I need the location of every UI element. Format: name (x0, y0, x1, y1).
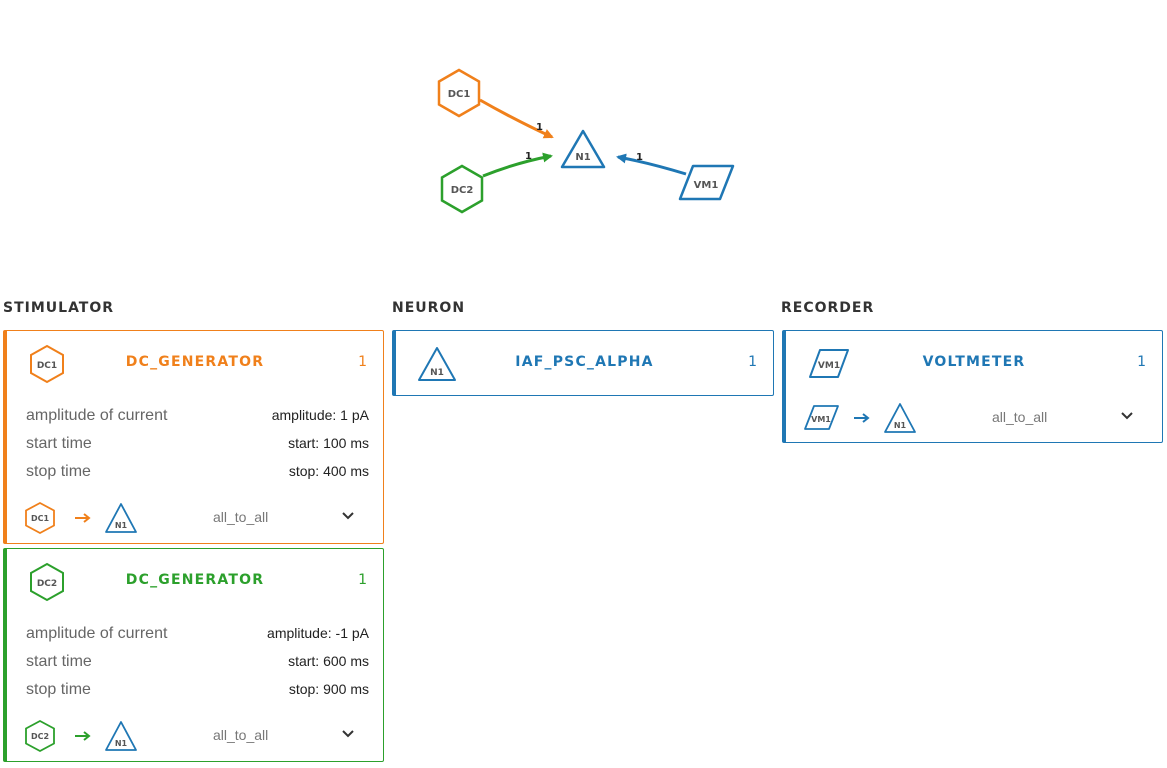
node-vm1[interactable]: VM1 (678, 164, 735, 201)
svg-text:DC1: DC1 (37, 361, 57, 371)
card-title: VOLTMETER (922, 354, 1026, 370)
card-header[interactable]: DC1 DC_GENERATOR 1 (7, 331, 383, 393)
param-row-amplitude[interactable]: amplitude of current amplitude: -1 pA (26, 623, 369, 647)
connection-row[interactable]: VM1 N1 all_to_all (802, 401, 1148, 437)
param-label: start time (26, 653, 92, 670)
chevron-down-icon[interactable] (1120, 411, 1134, 421)
param-row-stop[interactable]: stop time stop: 900 ms (26, 679, 369, 703)
node-n1[interactable]: N1 (560, 129, 606, 169)
node-card-dc1[interactable]: DC1 DC_GENERATOR 1 amplitude of current … (3, 330, 384, 544)
param-label: stop time (26, 681, 91, 698)
svg-text:N1: N1 (430, 368, 444, 378)
node-dc1[interactable]: DC1 (437, 68, 481, 118)
column-title-stimulator: STIMULATOR (3, 300, 115, 316)
hexagon-icon: DC2 (30, 562, 64, 602)
svg-text:DC2: DC2 (37, 579, 57, 589)
edge-dc1-n1[interactable]: 1 (479, 98, 554, 139)
connection-row[interactable]: DC1 N1 all_to_all (23, 501, 369, 537)
card-count: 1 (1137, 354, 1146, 370)
edge-dc2-n1[interactable]: 1 (482, 151, 553, 178)
hexagon-icon: DC2 (25, 719, 55, 753)
svg-text:DC2: DC2 (31, 732, 49, 741)
card-header[interactable]: DC2 DC_GENERATOR 1 (7, 549, 383, 611)
node-card-n1[interactable]: N1 IAF_PSC_ALPHA 1 (392, 330, 774, 396)
svg-text:VM1: VM1 (818, 361, 840, 371)
param-row-start[interactable]: start time start: 600 ms (26, 651, 369, 675)
param-label: stop time (26, 463, 91, 480)
param-row-amplitude[interactable]: amplitude of current amplitude: 1 pA (26, 405, 369, 429)
edge-vm1-n1[interactable]: 1 (616, 152, 687, 176)
svg-text:N1: N1 (894, 421, 907, 430)
column-title-neuron: NEURON (392, 300, 466, 316)
node-dc2[interactable]: DC2 (440, 164, 484, 214)
triangle-icon: N1 (884, 403, 916, 433)
arrow-right-icon (75, 731, 91, 741)
triangle-icon: N1 (105, 721, 137, 751)
column-title-recorder: RECORDER (781, 300, 875, 316)
triangle-icon: N1 (105, 503, 137, 533)
card-count: 1 (358, 354, 367, 370)
param-row-start[interactable]: start time start: 100 ms (26, 433, 369, 457)
connection-row[interactable]: DC2 N1 all_to_all (23, 719, 369, 755)
edge-label: 1 (636, 152, 643, 163)
chevron-down-icon[interactable] (341, 511, 355, 521)
node-label: DC1 (448, 89, 471, 100)
network-graph: 1 1 1 DC1 DC2 N1 VM1 (437, 68, 735, 214)
edge-label: 1 (536, 122, 543, 133)
node-card-dc2[interactable]: DC2 DC_GENERATOR 1 amplitude of current … (3, 548, 384, 762)
svg-text:DC1: DC1 (31, 514, 50, 523)
hexagon-icon: DC1 (30, 344, 64, 384)
chevron-down-icon[interactable] (341, 729, 355, 739)
param-label: amplitude of current (26, 407, 168, 424)
edge-label: 1 (525, 151, 532, 162)
param-value: amplitude: -1 pA (267, 625, 369, 641)
card-count: 1 (748, 354, 757, 370)
connection-rule: all_to_all (213, 727, 269, 743)
param-value: start: 600 ms (288, 653, 369, 669)
card-header[interactable]: N1 IAF_PSC_ALPHA 1 (396, 331, 773, 393)
card-count: 1 (358, 572, 367, 588)
node-label: N1 (575, 152, 590, 163)
connection-rule: all_to_all (992, 409, 1048, 425)
card-title: DC_GENERATOR (125, 354, 265, 370)
param-value: stop: 400 ms (288, 463, 369, 479)
arrow-right-icon (75, 513, 91, 523)
node-label: DC2 (451, 185, 474, 196)
param-value: amplitude: 1 pA (271, 407, 369, 423)
svg-text:N1: N1 (115, 739, 128, 748)
card-header[interactable]: VM1 VOLTMETER 1 (786, 331, 1162, 393)
connection-rule: all_to_all (213, 509, 269, 525)
param-row-stop[interactable]: stop time stop: 400 ms (26, 461, 369, 485)
card-title: IAF_PSC_ALPHA (515, 354, 654, 370)
parallelogram-icon: VM1 (804, 405, 839, 430)
svg-text:N1: N1 (115, 521, 128, 530)
hexagon-icon: DC1 (25, 501, 55, 535)
param-value: start: 100 ms (288, 435, 369, 451)
node-label: VM1 (694, 180, 719, 191)
svg-text:VM1: VM1 (811, 415, 831, 424)
triangle-icon: N1 (418, 347, 456, 381)
param-label: start time (26, 435, 92, 452)
parallelogram-icon: VM1 (809, 349, 849, 378)
arrow-right-icon (854, 413, 870, 423)
param-label: amplitude of current (26, 625, 168, 642)
node-card-vm1[interactable]: VM1 VOLTMETER 1 VM1 N1 all_to_all (782, 330, 1163, 443)
param-value: stop: 900 ms (288, 681, 369, 697)
card-title: DC_GENERATOR (125, 572, 265, 588)
